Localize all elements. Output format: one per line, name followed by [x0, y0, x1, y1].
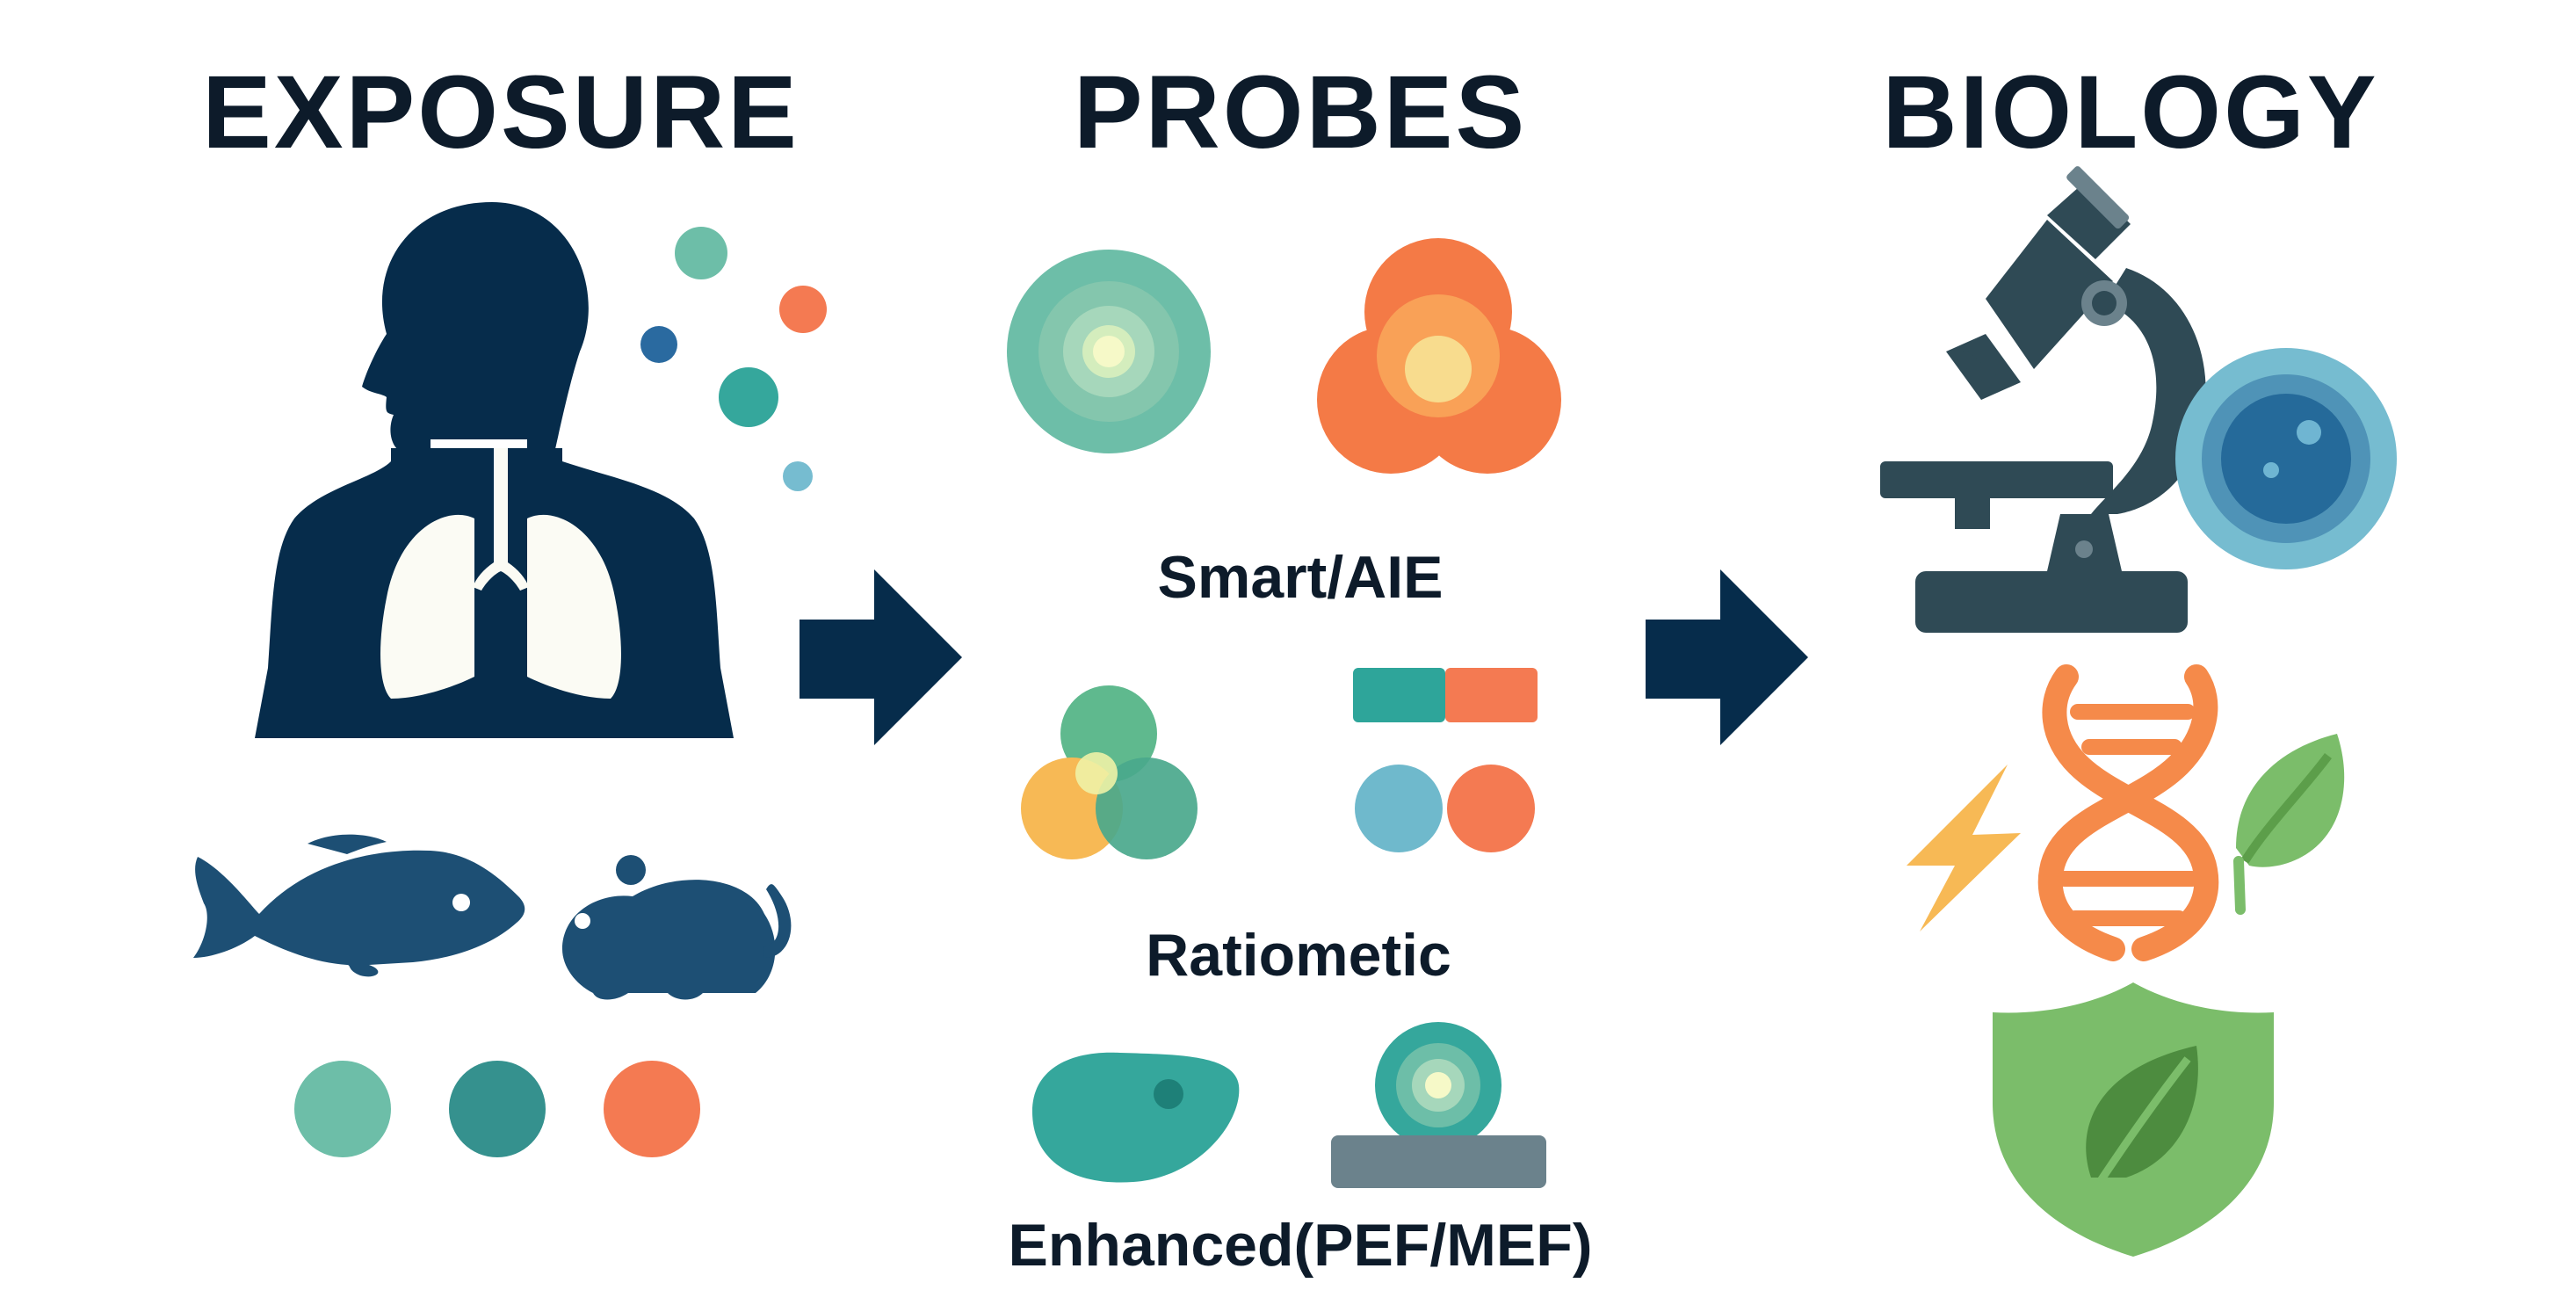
cell-blob-icon — [1032, 1052, 1240, 1183]
label-enhanced: Enhanced(PEF/MEF) — [1009, 1212, 1593, 1279]
label-smart-aie: Smart/AIE — [1158, 544, 1444, 611]
heading-biology: BIOLOGY — [1882, 54, 2378, 170]
human-lungs-icon — [255, 202, 734, 738]
plasmonic-substrate-icon — [1331, 1022, 1546, 1188]
microscope-icon — [1880, 166, 2206, 633]
mouse-icon — [562, 855, 792, 1000]
overlap-circles-icon — [1317, 238, 1561, 474]
lightning-icon — [1907, 765, 2021, 931]
arrow-right-icon — [800, 569, 962, 745]
ratio-bar-icon — [1353, 668, 1538, 722]
concentric-glow-icon — [1007, 250, 1211, 453]
fish-icon — [193, 834, 525, 977]
sample-dots-icon — [294, 1061, 700, 1157]
heading-exposure: EXPOSURE — [202, 54, 800, 170]
dna-icon — [2037, 664, 2219, 961]
label-ratiometic: Ratiometic — [1146, 922, 1451, 989]
leaf-icon — [2233, 734, 2345, 915]
shield-leaf-icon — [1993, 982, 2274, 1257]
cell-icon — [2175, 348, 2397, 569]
particles-icon — [640, 227, 827, 491]
arrow-right-icon — [1646, 569, 1808, 745]
venn-three-icon — [1021, 685, 1198, 859]
ratio-dots-icon — [1355, 765, 1535, 852]
heading-probes: PROBES — [1074, 54, 1527, 170]
